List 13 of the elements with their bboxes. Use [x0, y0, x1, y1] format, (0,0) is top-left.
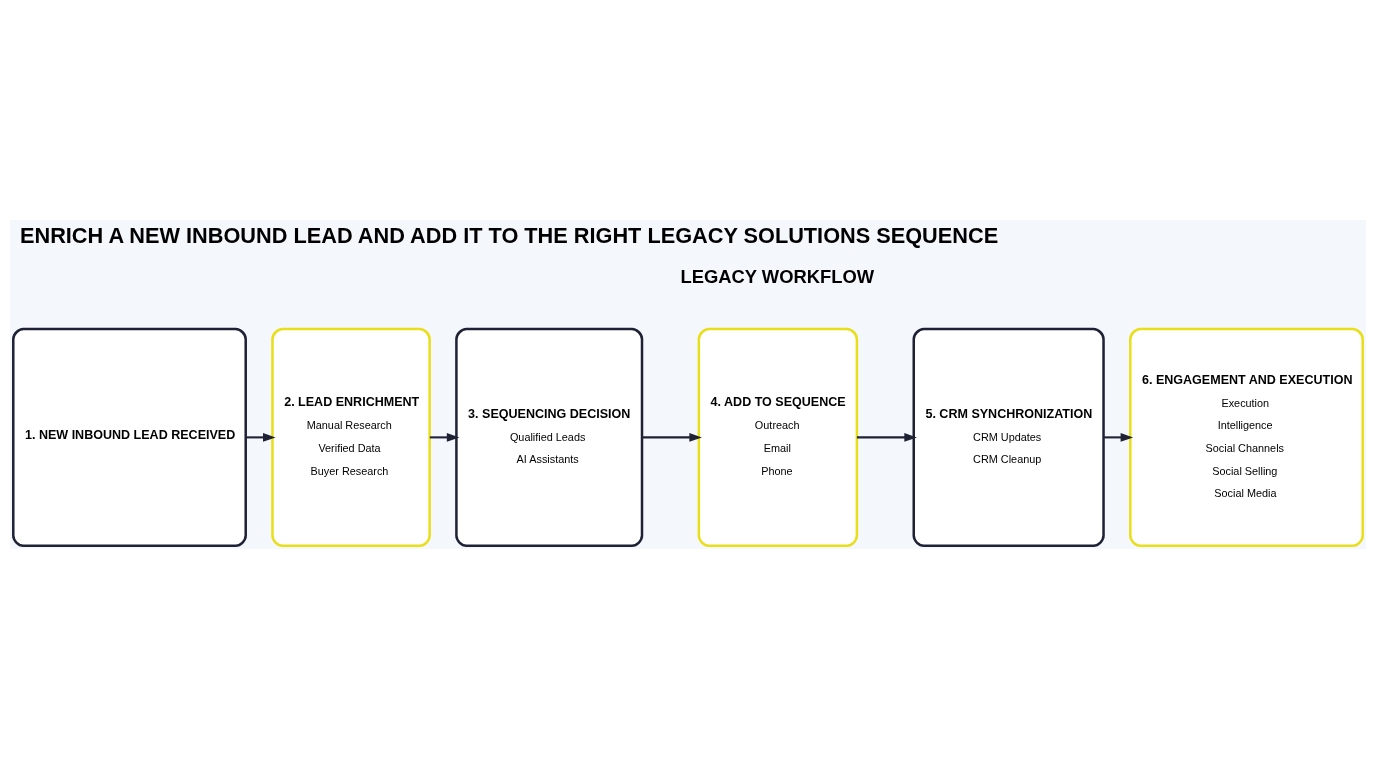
node-box: 1. NEW INBOUND LEAD RECEIVED	[12, 327, 247, 547]
arrow	[429, 432, 460, 442]
node-box: 6. ENGAGEMENT AND EXECUTION Execution Intelligence Social Channels Social Selling Social Media	[1129, 327, 1364, 547]
node-box: 2. LEAD ENRICHMENT Manual Research Verified Data Buyer Research	[271, 327, 431, 547]
node-box: 4. ADD TO SEQUENCE Outreach Email Phone	[697, 327, 859, 547]
arrow	[856, 432, 917, 442]
node-box: 3. SEQUENCING DECISION Qualified Leads AI Assistants	[455, 327, 644, 547]
arrow	[245, 432, 276, 442]
arrow	[642, 432, 702, 442]
arrow	[1103, 432, 1134, 442]
node-box: 5. CRM SYNCHRONIZATION CRM Updates CRM Cleanup	[912, 327, 1105, 547]
diagram-title: ENRICH A NEW INBOUND LEAD AND ADD IT TO THE RIGHT LEGACY SOLUTIONS SEQUENCE	[19, 222, 999, 248]
label: LEGACY WORKFLOW	[680, 265, 875, 287]
